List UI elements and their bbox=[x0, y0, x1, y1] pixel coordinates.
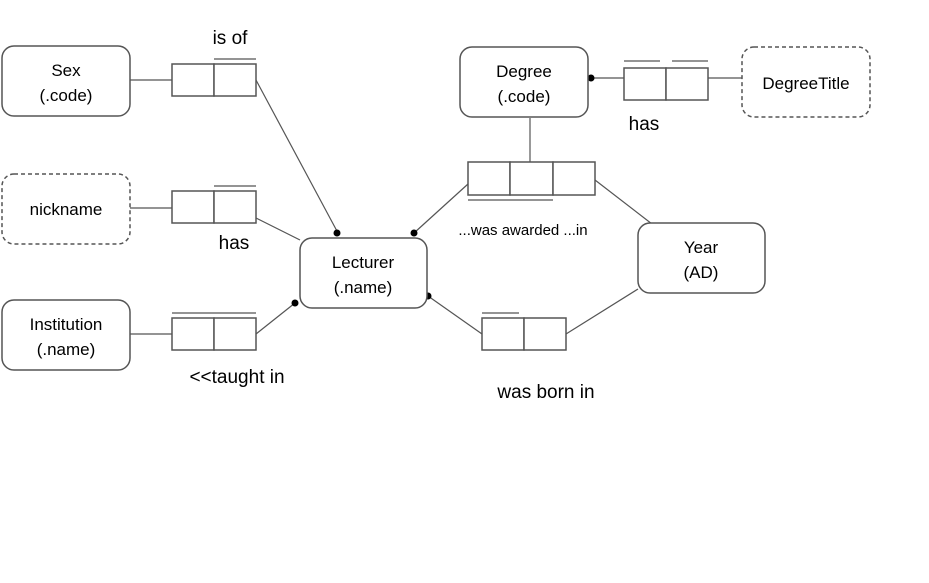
fact-was-awarded[interactable] bbox=[467, 161, 596, 201]
fact-has-title[interactable] bbox=[623, 60, 709, 101]
entity-sex-refmode: (.code) bbox=[40, 86, 93, 105]
entity-year-name: Year bbox=[684, 238, 719, 257]
role-box bbox=[523, 317, 567, 351]
entity-sex-name: Sex bbox=[51, 61, 81, 80]
role-box bbox=[171, 317, 215, 351]
entity-box-year bbox=[637, 222, 766, 294]
fact-reading-was-born-in: was born in bbox=[496, 382, 594, 403]
role-box bbox=[665, 67, 709, 101]
role-box bbox=[213, 63, 257, 97]
connector-taughtin-lecturer bbox=[255, 302, 296, 335]
fact-reading-has-nickname: has bbox=[219, 233, 250, 254]
entity-institution-refmode: (.name) bbox=[37, 340, 96, 359]
role-box bbox=[213, 317, 257, 351]
mandatory-dot-awarded bbox=[410, 229, 418, 237]
entity-lecturer[interactable]: Lecturer (.name) bbox=[299, 237, 428, 309]
role-box bbox=[467, 161, 511, 196]
entity-sex[interactable]: Sex (.code) bbox=[1, 45, 131, 117]
entity-degree[interactable]: Degree (.code) bbox=[459, 46, 589, 118]
entity-box-degree bbox=[459, 46, 589, 118]
entity-box-nickname bbox=[1, 173, 131, 245]
entity-institution[interactable]: Institution (.name) bbox=[1, 299, 131, 371]
entity-nickname-name: nickname bbox=[30, 200, 103, 219]
role-box bbox=[171, 63, 215, 97]
entity-box-sex bbox=[1, 45, 131, 117]
entity-year[interactable]: Year (AD) bbox=[637, 222, 766, 294]
entity-institution-name: Institution bbox=[30, 315, 103, 334]
fact-has-nickname[interactable] bbox=[171, 185, 257, 224]
connector-lecturer-bornin bbox=[427, 295, 483, 335]
entity-year-refmode: (AD) bbox=[684, 263, 719, 282]
role-box bbox=[509, 161, 554, 196]
mandatory-dot-taughtin bbox=[291, 299, 299, 307]
entity-box-degree-title bbox=[741, 46, 871, 118]
fact-taught-in[interactable] bbox=[171, 312, 257, 351]
fact-is-of[interactable] bbox=[171, 58, 257, 97]
fact-reading-is-of: is of bbox=[213, 28, 249, 49]
entity-box-institution bbox=[1, 299, 131, 371]
entity-degree-refmode: (.code) bbox=[498, 87, 551, 106]
entity-degree-name: Degree bbox=[496, 62, 552, 81]
entity-lecturer-name: Lecturer bbox=[332, 253, 395, 272]
connector-has-lecturer bbox=[255, 217, 301, 241]
mandatory-dot-degree-title bbox=[587, 74, 595, 82]
connector-lecturer-awarded bbox=[413, 183, 469, 234]
role-box bbox=[481, 317, 525, 351]
connectors bbox=[130, 77, 742, 335]
role-box bbox=[552, 161, 596, 196]
fact-reading-taught-in: <<taught in bbox=[189, 367, 284, 388]
connector-awarded-year bbox=[594, 179, 653, 225]
entity-nickname[interactable]: nickname bbox=[1, 173, 131, 245]
role-box bbox=[213, 190, 257, 224]
fact-reading-was-awarded: ...was awarded ...in bbox=[458, 222, 587, 239]
fact-was-born-in[interactable] bbox=[481, 312, 567, 351]
entity-box-lecturer bbox=[299, 237, 428, 309]
entity-lecturer-refmode: (.name) bbox=[334, 278, 393, 297]
mandatory-dot-isof bbox=[333, 229, 341, 237]
connector-isof-lecturer bbox=[255, 79, 339, 234]
connector-bornin-year bbox=[565, 288, 639, 335]
fact-reading-has-title: has bbox=[629, 114, 660, 135]
entity-degree-title[interactable]: DegreeTitle bbox=[741, 46, 871, 118]
entity-degree-title-name: DegreeTitle bbox=[762, 74, 849, 93]
role-box bbox=[171, 190, 215, 224]
mandatory-dots bbox=[291, 74, 595, 307]
role-box bbox=[623, 67, 667, 101]
